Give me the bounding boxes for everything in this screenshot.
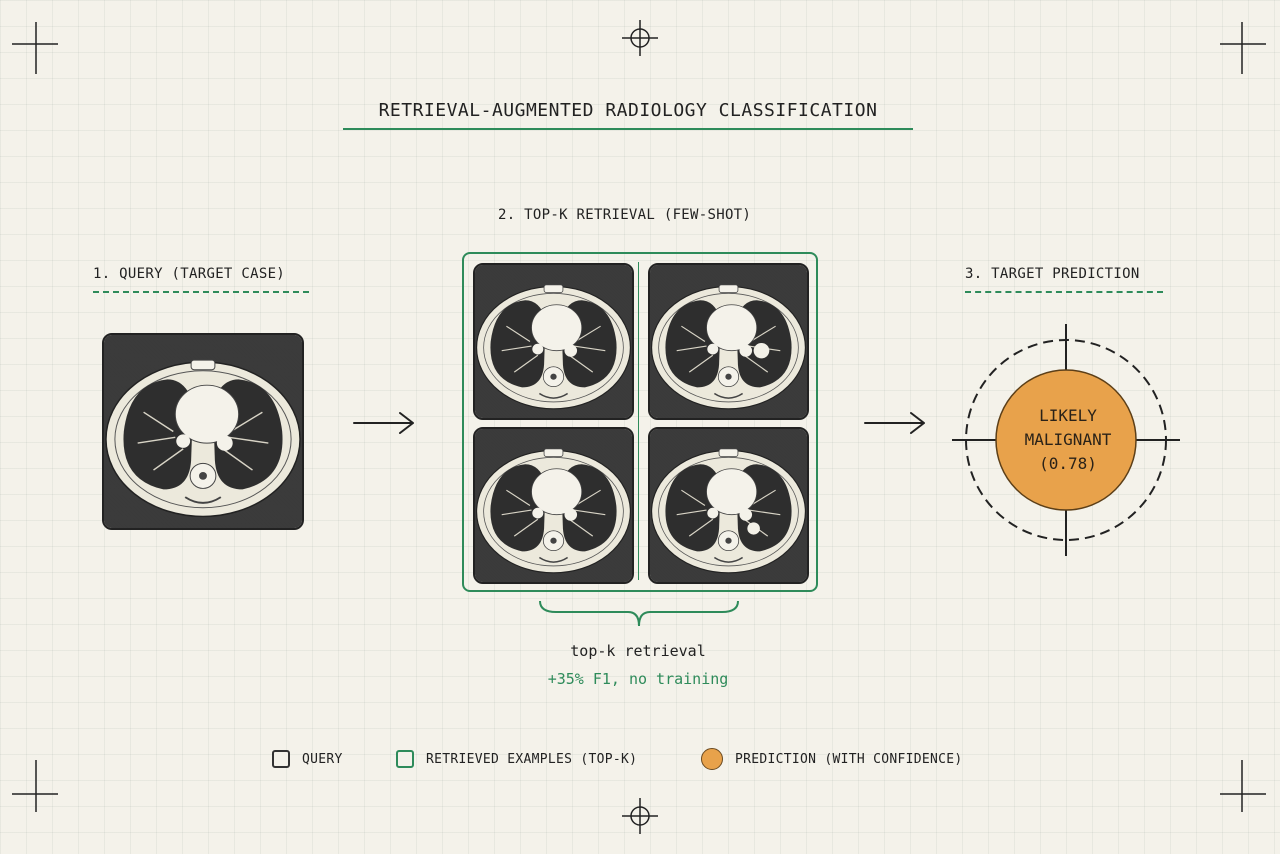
prediction-label: LIKELY MALIGNANT (0.78): [998, 404, 1138, 476]
arrow-right-icon: [864, 412, 925, 434]
retrieval-gain-note: +35% F1, no training: [547, 670, 729, 688]
target-reticle-icon: [952, 324, 1180, 556]
query-ct-scan-image: [102, 333, 304, 530]
legend-item-prediction: PREDICTION (WITH CONFIDENCE): [701, 748, 963, 770]
diagram-title: RETRIEVAL-AUGMENTED RADIOLOGY CLASSIFICA…: [343, 100, 913, 130]
legend-label: RETRIEVED EXAMPLES (TOP-K): [426, 751, 638, 767]
retrieved-ct-scan-image: [473, 427, 634, 584]
brace-icon: [539, 600, 739, 627]
prediction-line: LIKELY: [1039, 406, 1097, 425]
step-underline: [965, 291, 1163, 293]
panel-divider: [638, 262, 639, 580]
step-underline: [93, 291, 309, 293]
crosshair-icon: [622, 798, 658, 834]
step-label-retrieval: 2. TOP-K RETRIEVAL (FEW-SHOT): [498, 207, 752, 223]
retrieved-ct-scan-image: [648, 427, 809, 584]
prediction-line: MALIGNANT: [1024, 430, 1112, 449]
retrieval-caption: top-k retrieval: [570, 642, 706, 660]
arrow-right-icon: [353, 412, 414, 434]
step-label-prediction: 3. TARGET PREDICTION: [965, 266, 1140, 282]
legend-swatch-query: [272, 750, 290, 768]
legend-label: PREDICTION (WITH CONFIDENCE): [735, 751, 963, 767]
corner-mark-icon: [12, 760, 58, 812]
corner-mark-icon: [12, 22, 58, 74]
corner-mark-icon: [1220, 760, 1266, 812]
legend-label: QUERY: [302, 751, 343, 767]
step-label-query: 1. QUERY (TARGET CASE): [93, 266, 286, 282]
legend-swatch-retrieved: [396, 750, 414, 768]
retrieved-ct-scan-image: [473, 263, 634, 420]
legend-item-query: QUERY: [272, 748, 343, 770]
legend-item-retrieved: RETRIEVED EXAMPLES (TOP-K): [396, 748, 637, 770]
retrieved-ct-scan-image: [648, 263, 809, 420]
corner-mark-icon: [1220, 22, 1266, 74]
legend-swatch-prediction: [701, 748, 723, 770]
retrieved-examples-panel: [462, 252, 818, 592]
prediction-confidence: (0.78): [1039, 454, 1097, 473]
crosshair-icon: [622, 20, 658, 56]
